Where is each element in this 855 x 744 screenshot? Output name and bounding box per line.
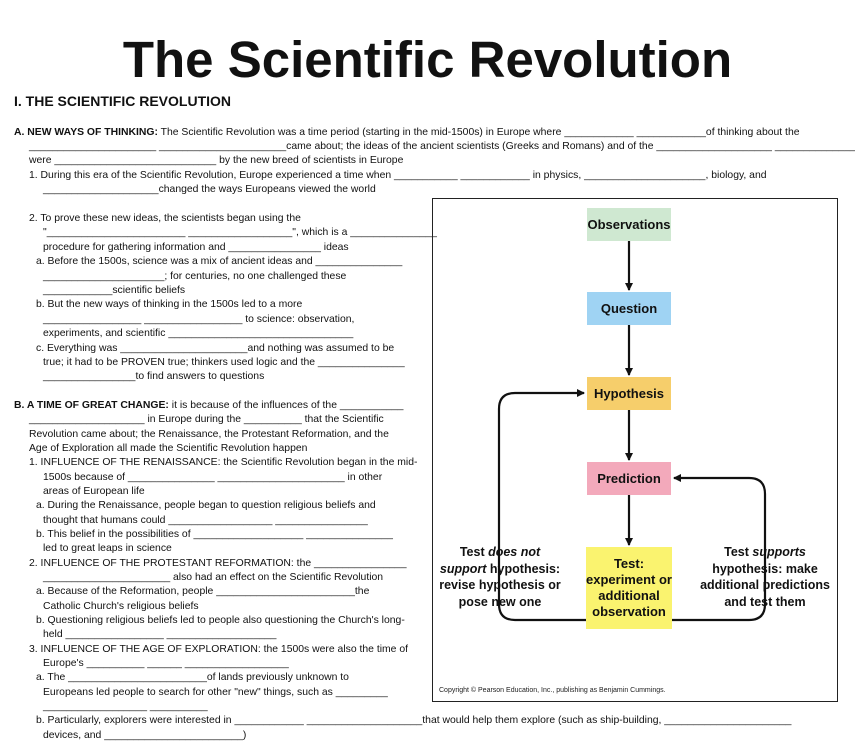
item-b1-line-1: 1. INFLUENCE OF THE RENAISSANCE: the Sci… [29,457,418,468]
prediction-box: Prediction [587,462,671,495]
arrow-test-to-hypothesis-loop [497,389,586,622]
item-b2b-line-1: b. Questioning religious beliefs led to … [36,615,405,626]
item-b3b-line-2: devices, and ________________________) [43,730,247,741]
diagram-arrows [497,241,767,622]
section-a-label: A. NEW WAYS OF THINKING: [14,127,158,138]
section-a-line-3: were ____________________________ by the… [29,155,404,166]
item-b3-line-2: Europe's __________ ______ _____________… [43,658,289,669]
item-b2b-line-2: held _________________ _________________… [43,629,277,640]
item-a2a-line-3: ____________scientific beliefs [43,285,186,296]
item-a1-line-2: ____________________changed the ways Eur… [43,184,376,195]
item-b2-line-2: ______________________ also had an effec… [43,572,384,583]
section-heading: I. THE SCIENTIFIC REVOLUTION [14,93,232,109]
item-b1b-line-2: led to great leaps in science [43,543,172,554]
scientific-method-diagram: Observations Question Hypothesis Predict… [432,198,838,702]
item-b1-line-2: 1500s because of _______________ _______… [43,472,383,483]
item-a1-line-1: 1. During this era of the Scientific Rev… [29,170,767,181]
item-a2b-line-3: experiments, and scientific ____________… [43,328,354,339]
item-a2a-line-1: a. Before the 1500s, science was a mix o… [36,256,403,267]
item-a2a-line-2: _____________________; for centuries, no… [43,271,347,282]
section-a-line-1: A. NEW WAYS OF THINKING: The Scientific … [14,127,800,138]
section-b-line-2: ____________________ in Europe during th… [29,414,384,425]
item-b2a-line-1: a. Because of the Reformation, people __… [36,586,370,597]
observations-box: Observations [587,208,671,241]
item-b1-line-3: areas of European life [43,486,145,497]
item-b1a-line-2: thought that humans could ______________… [43,515,368,526]
item-a2b-line-1: b. But the new ways of thinking in the 1… [36,299,303,310]
item-a2c-line-1: c. Everything was ______________________… [36,343,395,354]
item-b3a-line-3: __________________ __________ [43,701,208,712]
section-b-line-1: B. A TIME OF GREAT CHANGE: it is because… [14,400,404,411]
item-b1a-line-1: a. During the Renaissance, people began … [36,500,376,511]
test-box: Test: experiment or additional observati… [586,547,672,629]
test-supports-note: Test supports hypothesis: make additiona… [700,545,830,609]
item-b2-line-1: 2. INFLUENCE OF THE PROTESTANT REFORMATI… [29,558,407,569]
section-b-line-3: Revolution came about; the Renaissance, … [29,429,389,440]
section-a-line-2: ______________________ _________________… [29,141,855,152]
item-b1b-line-1: b. This belief in the possibilities of _… [36,529,393,540]
copyright-notice: Copyright © Pearson Education, Inc., pub… [439,687,666,694]
item-a2c-line-2: true; it had to be PROVEN true; thinkers… [43,357,405,368]
item-b3b-line-1: b. Particularly, explorers were interest… [36,715,792,726]
item-a2-line-1: 2. To prove these new ideas, the scienti… [29,213,301,224]
item-b2a-line-2: Catholic Church's religious beliefs [43,601,199,612]
item-b3a-line-1: a. The ________________________of lands … [36,672,349,683]
page-title: The Scientific Revolution [122,31,733,88]
item-a2-line-3: procedure for gathering information and … [43,242,349,253]
item-a2-line-2: "________________________ ______________… [43,227,437,238]
section-b-label: B. A TIME OF GREAT CHANGE: [14,400,169,411]
item-b3-line-1: 3. INFLUENCE OF THE AGE OF EXPLORATION: … [29,644,409,655]
item-b3a-line-2: Europeans led people to search for other… [43,687,388,698]
item-a2c-line-3: ________________to find answers to quest… [43,371,265,382]
section-b-line-4: Age of Exploration all made the Scientif… [29,443,308,454]
arrow-test-to-prediction-loop [672,474,767,622]
item-a2b-line-2: _________________ _________________ to s… [43,314,355,325]
question-box: Question [587,292,671,325]
hypothesis-box: Hypothesis [587,377,671,410]
